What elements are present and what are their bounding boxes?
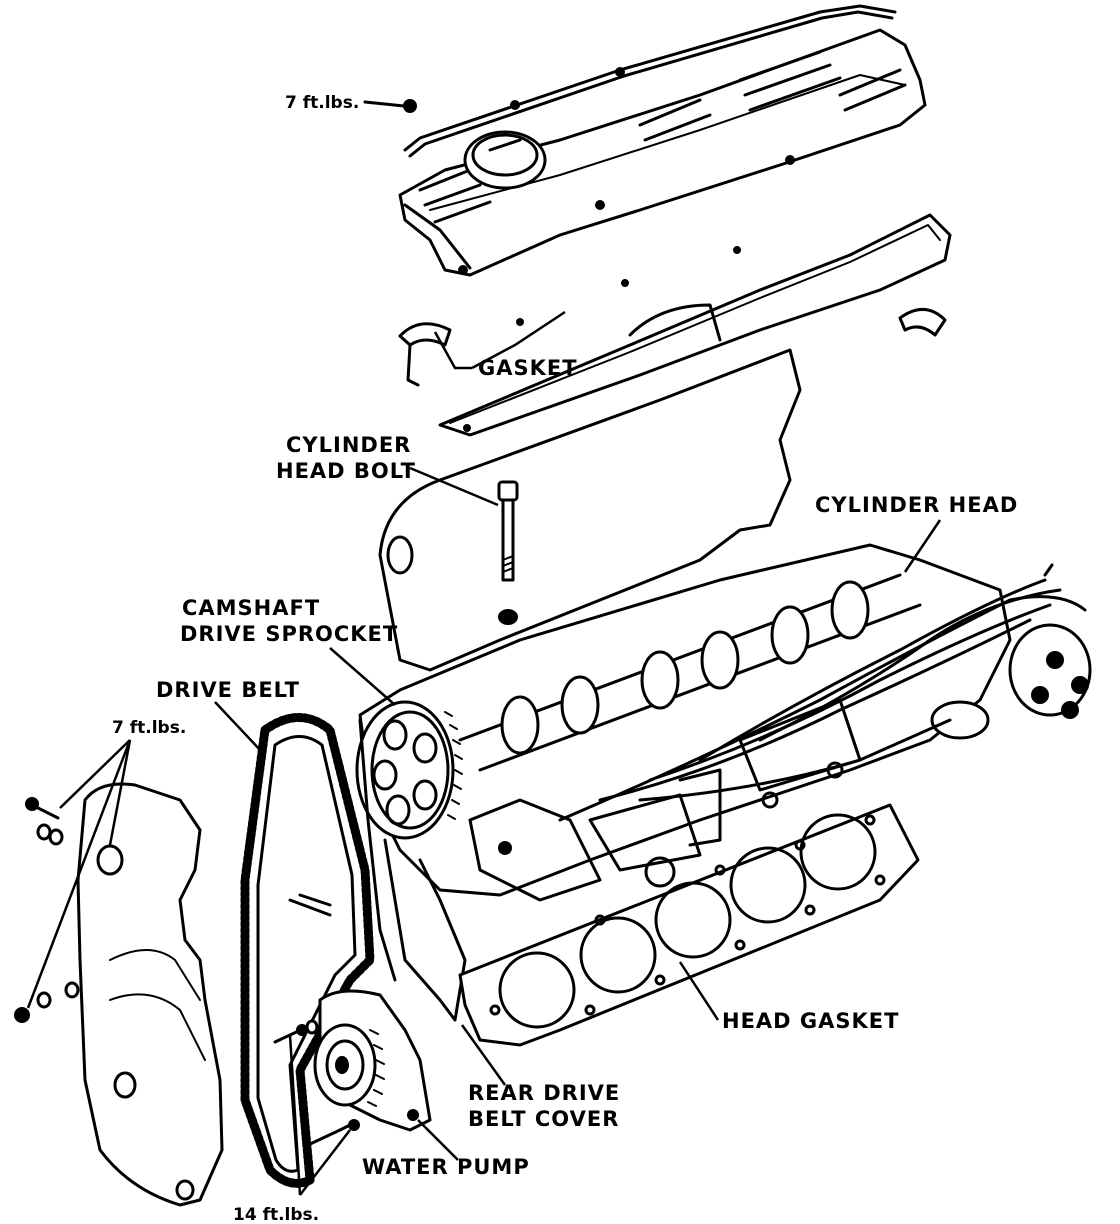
water-pump — [273, 893, 432, 1147]
label-head-gasket: HEAD GASKET — [722, 1009, 899, 1033]
front-belt-cover — [76, 782, 224, 1207]
label-rear-cover-line1: REAR DRIVE — [468, 1081, 620, 1105]
valve-cover-gasket — [398, 213, 952, 437]
front-cover-bolts — [14, 99, 417, 1023]
label-camshaft-line1: CAMSHAFT — [182, 596, 320, 620]
label-camshaft-line2: DRIVE SPROCKET — [180, 622, 398, 646]
camshaft-drive-sprocket — [355, 700, 463, 840]
leader-lines — [26, 100, 942, 1196]
valve-cover — [398, 4, 927, 277]
cylinder-head-bolt — [497, 480, 519, 625]
label-water-pump: WATER PUMP — [362, 1155, 530, 1179]
label-cylinder-head-bolt-line2: HEAD BOLT — [276, 459, 416, 483]
label-drive-belt: DRIVE BELT — [156, 678, 300, 702]
label-torque-front-cover: 7 ft.lbs. — [112, 718, 186, 738]
label-torque-water-pump: 14 ft.lbs. — [233, 1205, 319, 1224]
label-gasket: GASKET — [478, 356, 578, 380]
label-cylinder-head-bolt-line1: CYLINDER — [286, 433, 411, 457]
cylinder-head — [358, 303, 1092, 902]
drive-belt — [240, 713, 375, 1188]
rear-drive-belt-cover — [358, 718, 467, 1022]
label-torque-valve-cover: 7 ft.lbs. — [285, 93, 359, 113]
head-gasket — [458, 803, 920, 1047]
label-rear-cover-line2: BELT COVER — [468, 1107, 619, 1131]
label-cylinder-head: CYLINDER HEAD — [815, 493, 1018, 517]
